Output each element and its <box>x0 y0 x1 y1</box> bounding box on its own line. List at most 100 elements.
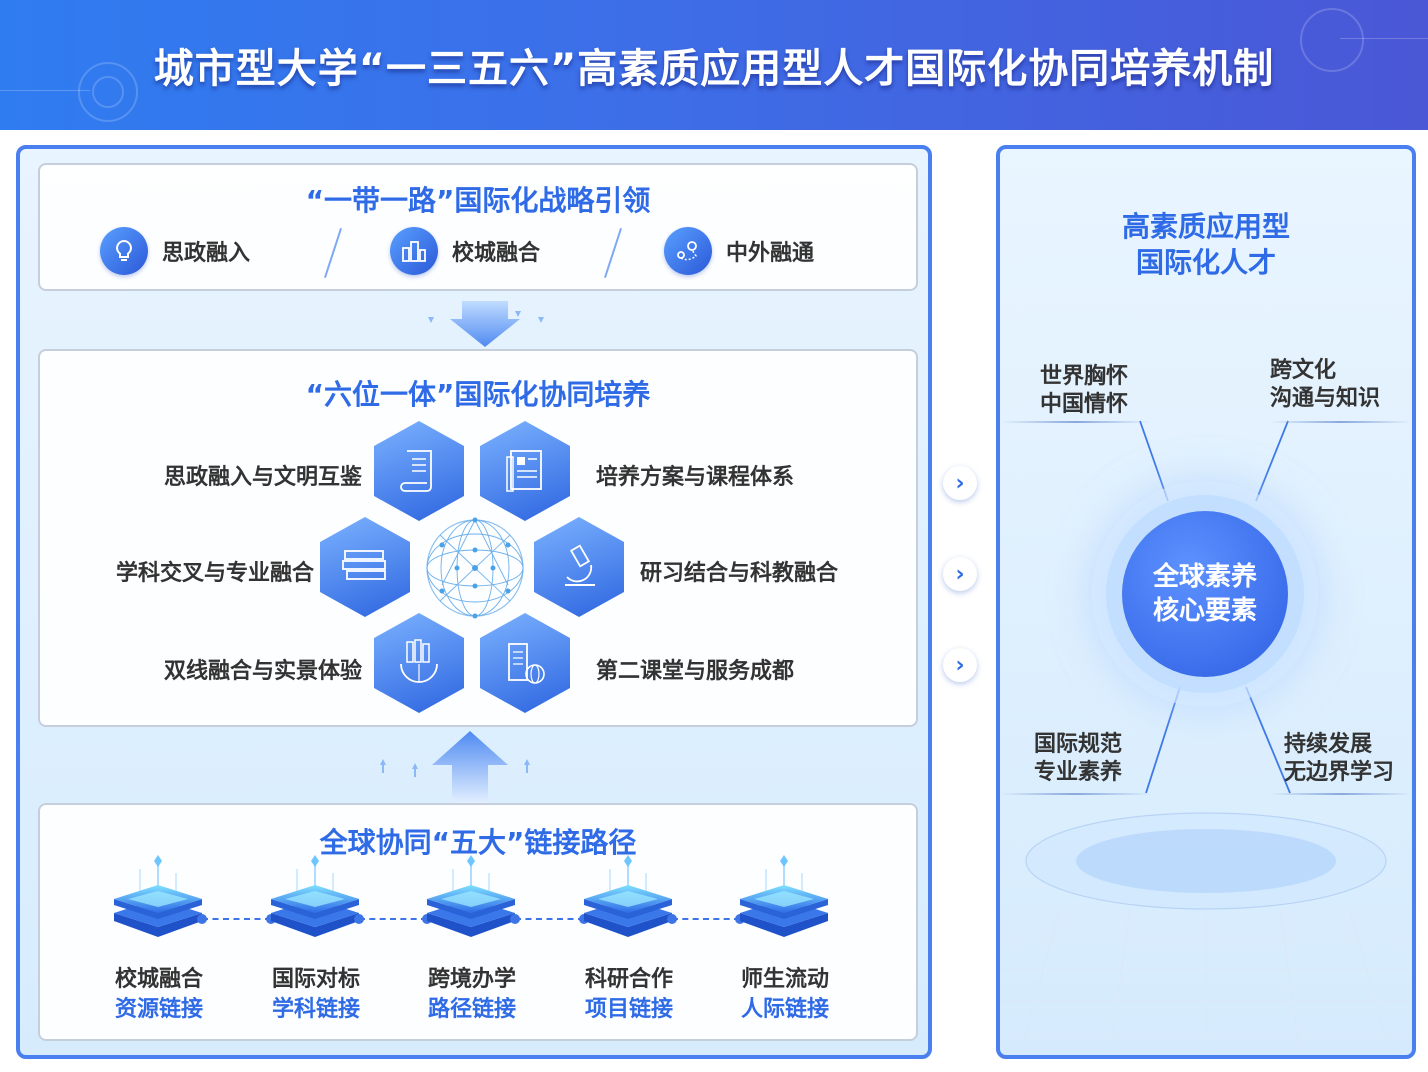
strategy-item-ideology: 思政融入 <box>100 227 250 275</box>
header-banner: 城市型大学“一三五六”高素质应用型人才国际化协同培养机制 <box>0 0 1428 130</box>
core-line1: 全球素养 <box>1152 562 1257 592</box>
path-item: 跨境办学 路径链接 <box>407 965 537 1025</box>
divider <box>1000 793 1150 795</box>
decor-line <box>1340 38 1428 39</box>
talent-element: 跨文化 沟通与知识 <box>1270 357 1380 413</box>
core-line2: 核心要素 <box>1152 596 1257 626</box>
connector-lines <box>1000 420 1412 1055</box>
path-item-line1: 科研合作 <box>584 967 673 992</box>
training-item-label: 思政融入与文明互鉴 <box>163 465 362 490</box>
path-item-line1: 师生流动 <box>740 967 829 992</box>
chip-stack-icon <box>580 855 676 969</box>
strategy-item-school-city: 校城融合 <box>390 227 540 275</box>
training-title: “六位一体”国际化协同培养 <box>305 378 651 411</box>
building-globe-icon <box>508 643 545 684</box>
path-item-line2: 资源链接 <box>114 997 203 1022</box>
connector-dot <box>510 914 520 924</box>
book-stack-icon <box>342 550 386 580</box>
training-item-label: 学科交叉与专业融合 <box>115 561 314 586</box>
strategy-item-label: 校城融合 <box>452 241 541 266</box>
divider <box>1270 421 1412 423</box>
separator <box>604 227 622 279</box>
lightbulb-icon <box>100 227 148 275</box>
talent-element: 世界胸怀 中国情怀 <box>1040 363 1128 419</box>
separator <box>324 227 342 279</box>
chip-stack-icon <box>110 855 206 969</box>
decor-line <box>0 90 90 91</box>
city-buildings-icon <box>390 227 438 275</box>
divider <box>1000 421 1150 423</box>
hex-microscope <box>534 517 624 617</box>
talent-title-line2: 国际化人才 <box>1135 246 1276 279</box>
talent-panel: 高素质应用型 国际化人才 世界胸怀 中国情怀 跨文化 沟通与知识 <box>996 145 1416 1059</box>
path-item-line1: 跨境办学 <box>427 967 516 992</box>
path-item-line2: 人际链接 <box>740 997 829 1022</box>
path-item: 师生流动 人际链接 <box>720 965 850 1025</box>
talent-title-line1: 高素质应用型 <box>1121 210 1290 243</box>
path-item-line1: 国际对标 <box>271 967 360 992</box>
dashed-connector <box>202 918 271 920</box>
talent-element-line2: 无边界学习 <box>1284 760 1395 785</box>
talent-element-line1: 持续发展 <box>1284 732 1373 757</box>
path-item: 校城融合 资源链接 <box>94 965 224 1025</box>
path-item-line2: 项目链接 <box>584 997 673 1022</box>
strategy-item-label: 思政融入 <box>162 241 251 266</box>
chevron-right-icon: › <box>943 557 977 591</box>
dashed-connector <box>358 918 427 920</box>
decor-ring-left <box>78 62 138 122</box>
decor-ring-left-inner <box>92 76 124 108</box>
connector-dot <box>666 914 677 924</box>
talent-element-line1: 跨文化 <box>1270 358 1337 383</box>
hex-document <box>480 421 570 521</box>
down-arrow-icon <box>428 301 544 347</box>
paths-title: 全球协同“五大”链接路径 <box>319 826 637 859</box>
training-card: “六位一体”国际化协同培养 <box>38 349 918 727</box>
core-element-circle: 全球素养 核心要素 <box>1122 511 1288 677</box>
path-item: 科研合作 项目链接 <box>564 965 694 1025</box>
chip-stack-icon <box>267 855 363 969</box>
strategy-title: “一带一路”国际化战略引领 <box>305 184 651 217</box>
microscope-icon <box>565 544 595 586</box>
path-item-line2: 路径链接 <box>427 997 516 1022</box>
connector-dot <box>197 914 207 924</box>
talent-element-line2: 专业素养 <box>1034 760 1123 785</box>
talent-element-line2: 沟通与知识 <box>1270 386 1381 411</box>
globe-books-icon <box>400 639 438 683</box>
decor-ring-right <box>1300 8 1364 72</box>
scroll-icon <box>400 450 432 492</box>
talent-element: 持续发展 无边界学习 <box>1284 731 1394 787</box>
talent-element: 国际规范 专业素养 <box>1034 731 1122 787</box>
divider <box>1270 793 1412 795</box>
talent-element-line1: 国际规范 <box>1034 732 1123 757</box>
strategy-item-label: 中外融通 <box>726 241 815 266</box>
path-item-line1: 校城融合 <box>114 967 203 992</box>
talent-element-line1: 世界胸怀 <box>1040 364 1129 389</box>
chip-stack-icon <box>423 855 519 969</box>
up-arrow-icon <box>380 731 530 803</box>
hex-building <box>480 613 570 713</box>
chevron-right-icon: › <box>943 648 977 682</box>
hex-scroll <box>374 421 464 521</box>
path-item-line2: 学科链接 <box>271 997 360 1022</box>
training-item-label: 培养方案与课程体系 <box>596 465 795 490</box>
training-mechanism-panel: “一带一路”国际化战略引领 思政融入 校城融合 中外融通 <box>16 145 932 1059</box>
chip-stack-icon <box>736 855 832 969</box>
connector-dot <box>353 914 364 924</box>
paths-card: 全球协同“五大”链接路径 <box>38 803 918 1041</box>
page-title: 城市型大学“一三五六”高素质应用型人才国际化协同培养机制 <box>153 46 1275 92</box>
hex-globe-books <box>374 613 464 713</box>
strategy-item-sino-foreign: 中外融通 <box>664 227 814 275</box>
training-item-label: 第二课堂与服务成都 <box>596 659 795 684</box>
path-item: 国际对标 学科链接 <box>251 965 381 1025</box>
training-item-label: 双线融合与实景体验 <box>163 659 362 684</box>
training-item-label: 研习结合与科教融合 <box>640 561 839 586</box>
strategy-card: “一带一路”国际化战略引领 思政融入 校城融合 中外融通 <box>38 163 918 291</box>
talent-element-line2: 中国情怀 <box>1040 392 1129 417</box>
network-sphere-icon <box>426 517 524 619</box>
dashed-connector <box>515 918 584 920</box>
hex-books <box>320 517 410 617</box>
document-icon <box>506 450 542 492</box>
chevron-right-icon: › <box>943 466 977 500</box>
map-route-icon <box>664 227 712 275</box>
dashed-connector <box>671 918 740 920</box>
